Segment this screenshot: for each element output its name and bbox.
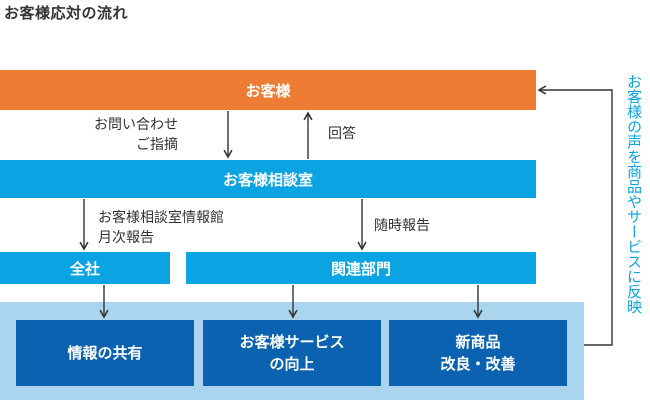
product-improvement-box: 新商品 改良・改善 — [389, 320, 567, 386]
answer-label: 回答 — [328, 126, 356, 142]
company-bar: 全社 — [0, 252, 170, 284]
inquiry-label: お問い合わせ ご指摘 — [94, 117, 178, 153]
feedback-loop-arrow — [537, 85, 613, 346]
anytime-report-label: 随時報告 — [374, 218, 430, 234]
service-improvement-box: お客様サービス の向上 — [203, 320, 381, 386]
diagram-title: お客様応対の流れ — [4, 4, 129, 22]
consultation-room-bar: お客様相談室 — [0, 160, 536, 198]
feedback-label: お客様の声を商品やサービスに反映 — [625, 74, 643, 314]
monthly-report-label: お客様相談室情報館 月次報告 — [98, 210, 224, 246]
customer-bar: お客様 — [0, 70, 536, 110]
info-sharing-box: 情報の共有 — [16, 320, 194, 386]
related-departments-bar: 関連部門 — [186, 252, 536, 284]
